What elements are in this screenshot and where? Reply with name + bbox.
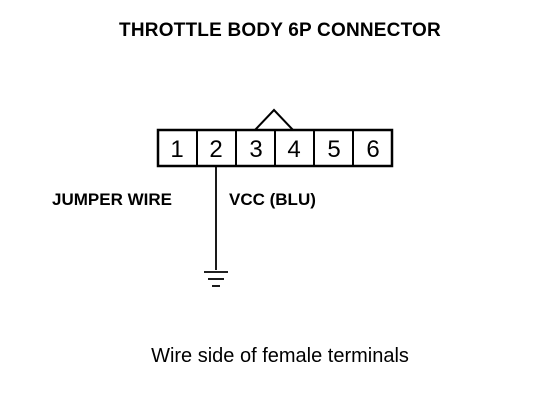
pin-6: 6 [366,136,379,163]
connector-lock-tab-icon [254,108,294,131]
pin-2: 2 [209,136,222,163]
pin-numbers: 1 2 3 4 5 6 [170,136,379,163]
pin-5: 5 [327,136,340,163]
ground-symbol-icon [204,271,228,287]
pin-dividers [196,130,354,166]
pin-1: 1 [170,136,183,163]
diagram-title: THROTTLE BODY 6P CONNECTOR [119,20,441,41]
pin-4: 4 [287,136,300,163]
jumper-wire-label: JUMPER WIRE [52,190,172,209]
diagram-caption: Wire side of female terminals [151,345,409,367]
pin-3: 3 [249,136,262,163]
vcc-label: VCC (BLU) [229,190,316,209]
